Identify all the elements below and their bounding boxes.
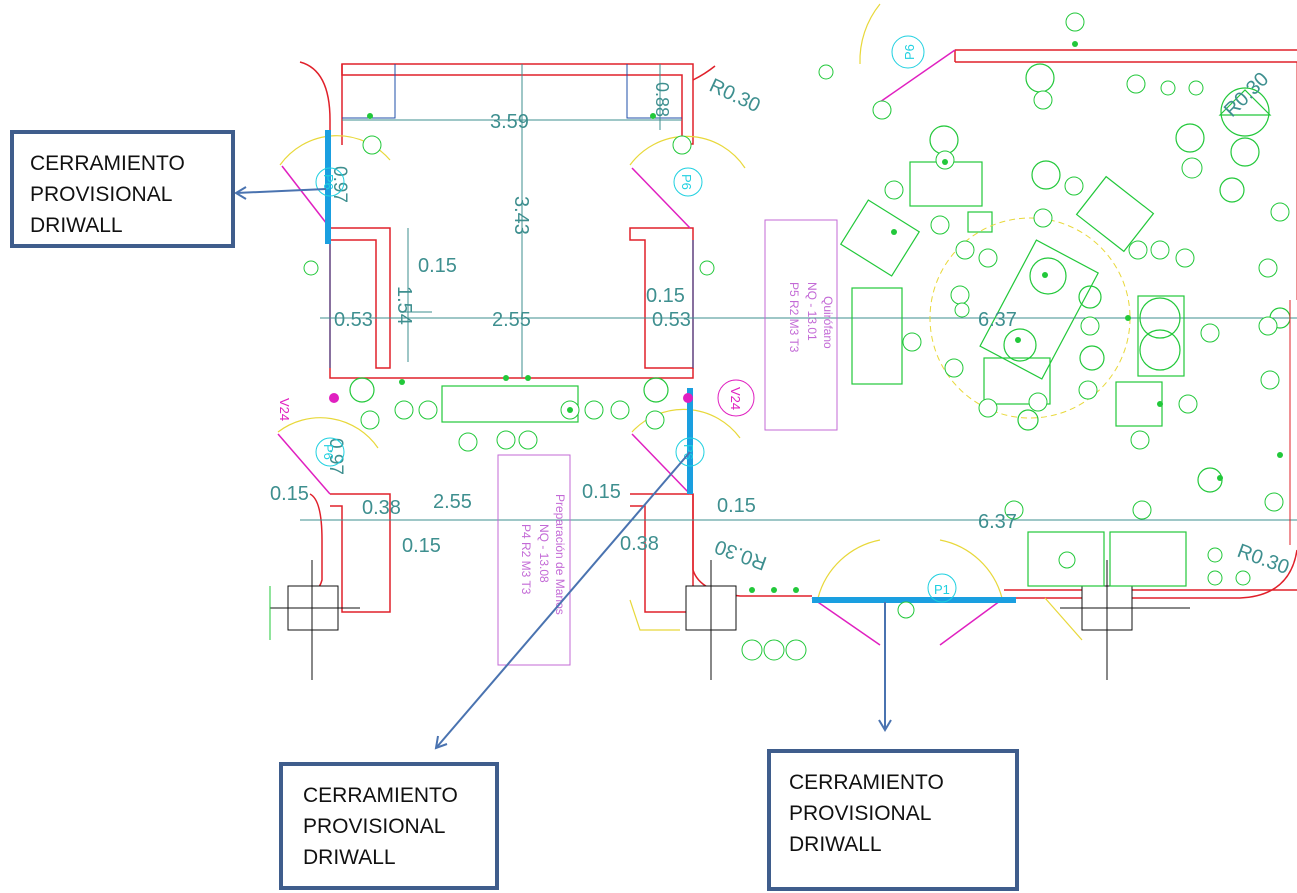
radius-label: R0.30 <box>712 535 770 574</box>
callout-line: DRIWALL <box>789 833 882 856</box>
dim-053-right: 0.53 <box>652 309 691 331</box>
door-leaves <box>277 49 1005 646</box>
room-spec-quirofano: P5 R2 M3 T3 <box>787 282 801 353</box>
arrows <box>234 186 892 750</box>
room-code-preparacion: NQ - 13.08 <box>537 524 551 583</box>
equipment-dots <box>367 41 1283 593</box>
dimension-texts: 3.59 3.43 0.88 0.97 0.97 0.15 1.54 0.53 … <box>270 82 1017 557</box>
door-tag: P6 <box>321 174 336 190</box>
door-tag: P6 <box>679 174 694 190</box>
dim-053-left: 0.53 <box>334 309 373 331</box>
room-code-quirofano: NQ - 13.01 <box>805 282 819 341</box>
callout-line: DRIWALL <box>303 846 396 869</box>
callout-line: PROVISIONAL <box>30 183 173 206</box>
callout-line: CERRAMIENTO <box>303 784 458 807</box>
callout-line: CERRAMIENTO <box>30 152 185 175</box>
callout-line: DRIWALL <box>30 214 123 237</box>
dim-015-f: 0.15 <box>717 495 756 517</box>
walls <box>299 49 1297 613</box>
dim-015-c: 0.15 <box>270 483 309 505</box>
dim-637-top: 6.37 <box>978 309 1017 331</box>
radius-label: R0.30 <box>706 75 764 117</box>
callout-box-left: CERRAMIENTO PROVISIONAL DRIWALL <box>10 130 235 248</box>
callout-box-bottom-right: CERRAMIENTO PROVISIONAL DRIWALL <box>767 749 1019 891</box>
callout-line: PROVISIONAL <box>303 815 446 838</box>
columns <box>270 560 1190 680</box>
dimension-lines <box>300 64 1297 521</box>
partition-bars <box>325 130 1016 603</box>
dim-255-top: 2.55 <box>492 309 531 331</box>
room-name-preparacion: Preparación de Manos <box>553 494 567 615</box>
room-name-quirofano: Quirófano <box>821 296 835 349</box>
window-tag: V24 <box>728 387 743 410</box>
window-tag: V24 <box>277 398 292 421</box>
dim-height: 3.43 <box>510 196 532 235</box>
dim-038-left: 0.38 <box>362 497 401 519</box>
dim-637-bottom: 6.37 <box>978 511 1017 533</box>
door-tags: P6 P6 P6 P6 P6 P1 <box>315 35 957 603</box>
equipment <box>349 63 1291 587</box>
dim-097-top: 0.97 <box>329 166 350 203</box>
door-tag: P1 <box>934 582 950 597</box>
room-labels: Quirófano NQ - 13.01 P5 R2 M3 T3 Prepara… <box>497 219 838 666</box>
room-spec-preparacion: P4 R2 M3 T3 <box>519 524 533 595</box>
dim-088: 0.88 <box>652 82 672 117</box>
callout-line: CERRAMIENTO <box>789 771 944 794</box>
dim-154: 1.54 <box>393 286 415 325</box>
door-tag: P6 <box>681 444 696 460</box>
door-tag: P6 <box>321 444 336 460</box>
v24-tags: V24 V24 <box>277 379 755 421</box>
dim-015-d: 0.15 <box>402 535 441 557</box>
dim-038-right: 0.38 <box>620 533 659 555</box>
callout-box-bottom-left: CERRAMIENTO PROVISIONAL DRIWALL <box>279 762 499 890</box>
dim-015-a: 0.15 <box>418 255 457 277</box>
dim-width-top: 3.59 <box>490 111 529 133</box>
callout-line: PROVISIONAL <box>789 802 932 825</box>
wall-outline-thin <box>1289 62 1297 545</box>
dim-015-e: 0.15 <box>582 481 621 503</box>
interior-lines <box>329 64 694 368</box>
dim-015-b: 0.15 <box>646 285 685 307</box>
dim-255-bottom: 2.55 <box>433 491 472 513</box>
door-tag: P6 <box>902 44 917 60</box>
equipment-tags <box>303 12 1290 661</box>
